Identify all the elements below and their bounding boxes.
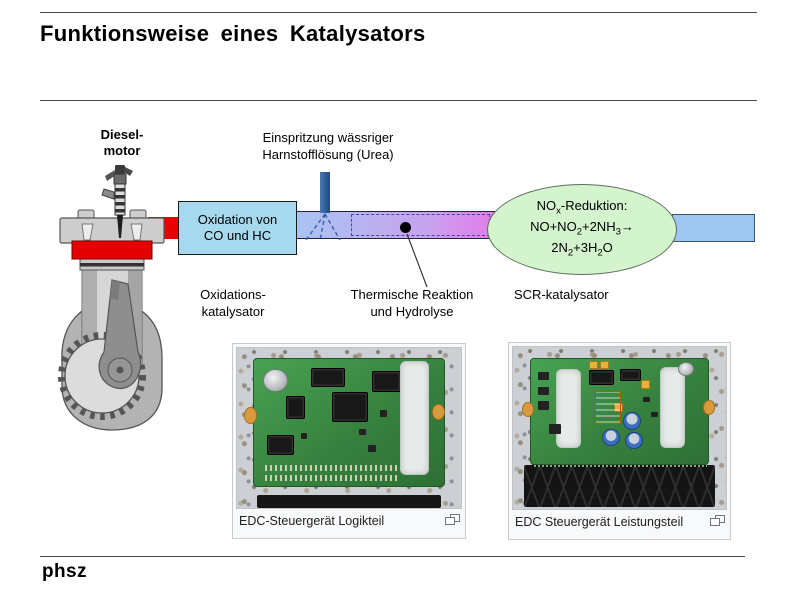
chip <box>310 367 346 388</box>
scr-catalyst-ellipse: NOx-Reduktion: NO+NO2+2NH3→ 2N2+3H2O <box>487 184 677 275</box>
main-processor-chip <box>331 391 369 422</box>
thermal-reaction-label-line1: Thermische Reaktion <box>350 287 474 302</box>
edc-power-board-photo <box>512 346 727 510</box>
engine-label-line1: Diesel- <box>100 127 144 142</box>
scr-catalyst-label: SCR-katalysator <box>514 287 609 302</box>
title-divider <box>40 100 757 101</box>
urea-injection-label-line2: Harnstofflösung (Urea) <box>262 146 394 162</box>
figure-caption: EDC-Steuergerät Logikteil <box>236 509 462 530</box>
nox-formula-line3: 2N2+3H2O <box>551 240 613 259</box>
oxidation-catalyst-label: Oxidations- katalysator <box>178 287 288 320</box>
chip <box>589 369 615 386</box>
engine-label-line2: motor <box>103 143 141 158</box>
phsz-logo: phsz <box>42 561 87 582</box>
footer-divider <box>40 556 745 557</box>
oxidation-box-line1: Oxidation von <box>197 211 278 227</box>
circuit-board <box>530 358 709 466</box>
capacitor <box>601 428 620 447</box>
chip <box>286 395 306 420</box>
thermal-reaction-label-line2: und Hydrolyse <box>370 303 454 319</box>
engine-label: Diesel- motor <box>82 127 162 159</box>
figure-caption: EDC Steuergerät Leistungsteil <box>512 510 727 531</box>
board-connector <box>257 495 441 508</box>
chip <box>267 435 294 456</box>
thermal-paste-strip <box>400 361 430 476</box>
nox-formula-line2: NO+NO2+2NH3→ <box>530 218 634 238</box>
orange-relay <box>594 390 622 425</box>
urea-injection-label: Einspritzung wässriger Harnstofflösung (… <box>237 130 419 163</box>
mounting-tab <box>243 407 257 424</box>
oxidation-catalyst-label-line1: Oxidations- <box>200 287 266 302</box>
capacitor <box>623 411 641 430</box>
chip <box>619 368 641 382</box>
nox-formula-line1: NOx-Reduktion: <box>536 197 628 217</box>
reaction-point-marker <box>400 222 411 233</box>
oxidation-catalyst-label-line2: katalysator <box>201 303 265 319</box>
thermal-reaction-label: Thermische Reaktion und Hydrolyse <box>328 287 496 320</box>
page-title: Funktionsweise eines Katalysators <box>40 21 426 46</box>
expand-icon[interactable] <box>710 515 725 527</box>
expand-icon[interactable] <box>445 514 460 526</box>
exhaust-pipe-clean-segment <box>672 214 755 242</box>
capacitor <box>624 431 643 450</box>
urea-injector-nozzle <box>320 172 330 213</box>
board-connector <box>523 465 716 508</box>
chip <box>371 371 401 393</box>
edc-logic-board-photo <box>236 347 462 509</box>
mounting-tab <box>702 400 716 416</box>
circuit-board <box>252 357 446 488</box>
urea-injection-label-line1: Einspritzung wässriger <box>262 130 394 145</box>
top-divider <box>40 12 757 13</box>
round-component <box>677 362 695 376</box>
oxidation-catalyst-box: Oxidation von CO und HC <box>178 201 297 255</box>
figure-edc-logic-board: EDC-Steuergerät Logikteil <box>232 343 466 539</box>
mounting-tab <box>432 404 446 421</box>
thermal-paste-strip <box>555 368 581 449</box>
figure-caption-text: EDC Steuergerät Leistungsteil <box>515 515 684 529</box>
figure-edc-power-board: EDC Steuergerät Leistungsteil <box>508 342 731 540</box>
thermal-paste-strip <box>660 366 686 449</box>
diesel-engine-illustration <box>58 165 165 431</box>
thermal-reaction-zone-outline <box>351 214 490 236</box>
figure-caption-text: EDC-Steuergerät Logikteil <box>239 514 385 528</box>
oxidation-box-line2: CO und HC <box>203 228 272 243</box>
crystal-component <box>263 368 289 393</box>
mounting-tab <box>521 402 535 418</box>
